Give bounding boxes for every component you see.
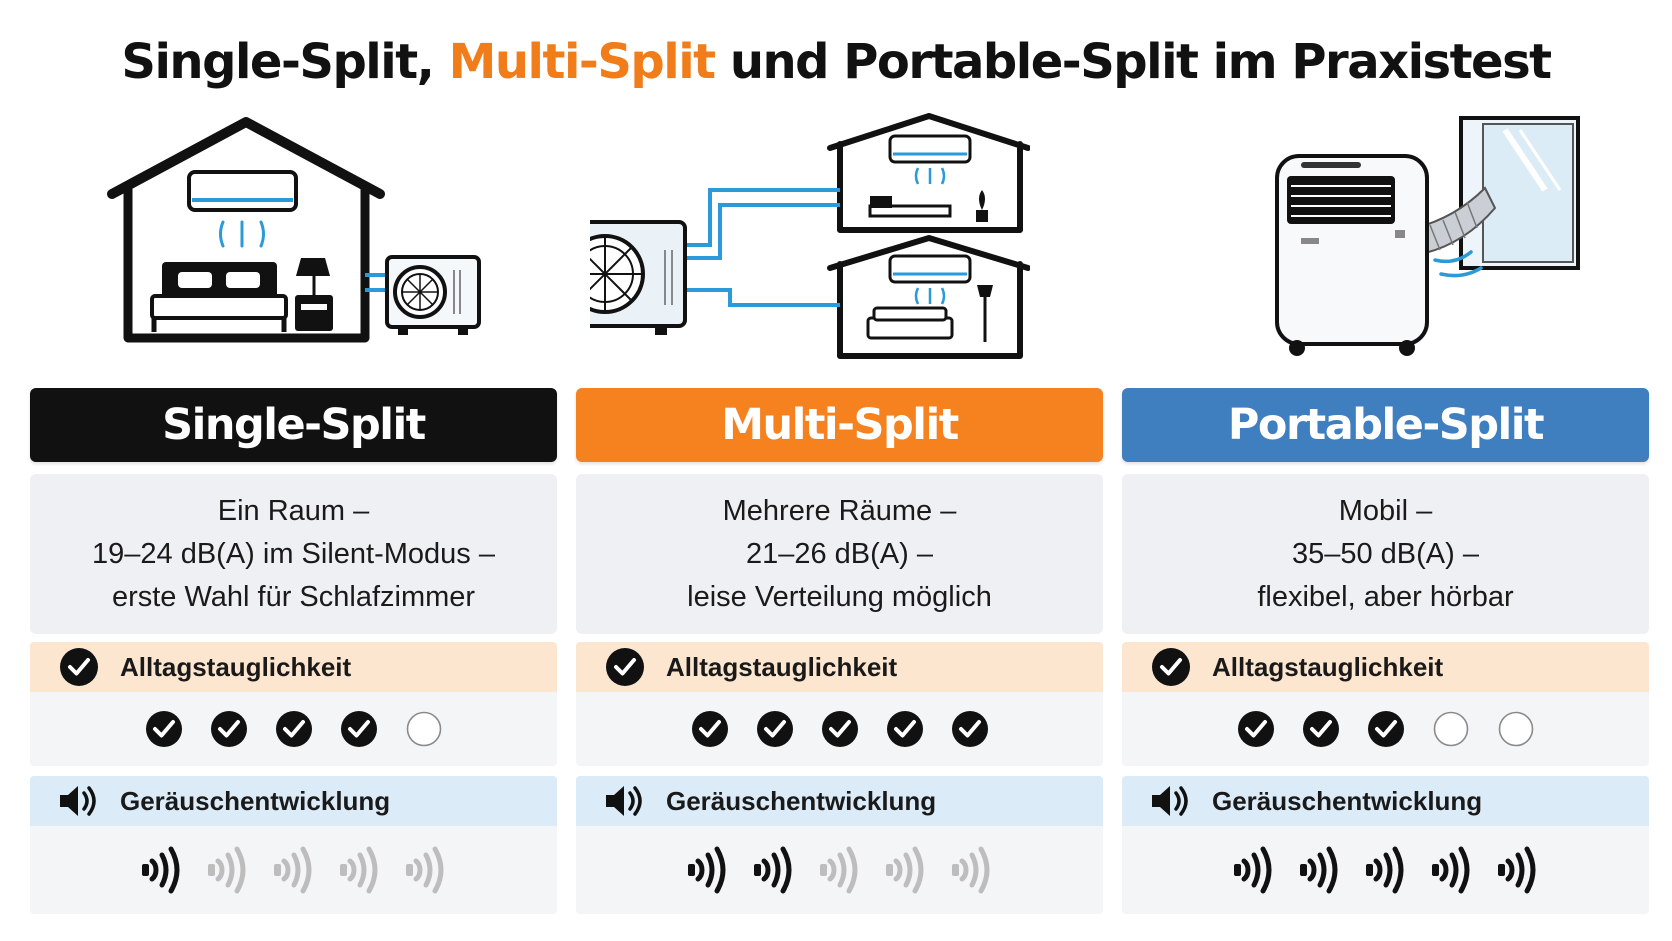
sound-wave-grey-icon — [336, 845, 384, 895]
sound-wave-dark-icon — [1230, 845, 1278, 895]
sound-wave-grey-icon — [402, 845, 450, 895]
alltag-label: Alltagstauglichkeit — [666, 651, 898, 682]
check-filled-icon — [1301, 709, 1341, 749]
check-filled-icon — [885, 709, 925, 749]
sound-wave-dark-icon — [1428, 845, 1476, 895]
house-with-ac-icon — [107, 117, 481, 343]
empty-circle-icon — [404, 709, 444, 749]
noise-rating — [30, 826, 557, 914]
check-filled-icon — [274, 709, 314, 749]
check-filled-icon — [1236, 709, 1276, 749]
speaker-icon — [1150, 780, 1192, 822]
description-line: erste Wahl für Schlafzimmer — [111, 580, 476, 613]
noise-label-row: Geräuschentwicklung — [1122, 776, 1649, 826]
alltag-label-row: Alltagstauglichkeit — [30, 642, 557, 692]
title-part-1: Single-Split, — [121, 34, 449, 90]
sound-wave-dark-icon — [1296, 845, 1344, 895]
portable-split-illustration — [1265, 110, 1580, 385]
check-circle-icon — [1150, 646, 1192, 688]
sound-wave-dark-icon — [684, 845, 732, 895]
sound-wave-grey-icon — [270, 845, 318, 895]
check-filled-icon — [950, 709, 990, 749]
alltag-label-row: Alltagstauglichkeit — [1122, 642, 1649, 692]
noise-label: Geräuschentwicklung — [1212, 785, 1483, 816]
title-part-2: und Portable-Split im Praxistest — [714, 34, 1552, 90]
description-line: flexibel, aber hörbar — [1257, 580, 1514, 613]
column-multi-split: Multi-Split Mehrere Räume – 21–26 dB(A) … — [576, 388, 1103, 914]
portable-ac-icon — [1275, 116, 1580, 356]
alltag-label: Alltagstauglichkeit — [1212, 651, 1444, 682]
check-circle-icon — [58, 646, 100, 688]
sound-wave-dark-icon — [750, 845, 798, 895]
noise-label: Geräuschentwicklung — [120, 785, 391, 816]
column-single-split: Single-Split Ein Raum – 19–24 dB(A) im S… — [30, 388, 557, 914]
check-filled-icon — [820, 709, 860, 749]
title-highlight: Multi-Split — [448, 34, 717, 90]
alltag-rating — [30, 692, 557, 766]
description-line: Ein Raum – — [217, 494, 370, 527]
check-filled-icon — [690, 709, 730, 749]
column-header-single-split: Single-Split — [30, 388, 557, 462]
column-portable-split: Portable-Split Mobil – 35–50 dB(A) – fle… — [1122, 388, 1649, 914]
noise-label: Geräuschentwicklung — [666, 785, 937, 816]
speaker-icon — [604, 780, 646, 822]
description-line: 35–50 dB(A) – — [1291, 537, 1479, 570]
check-circle-icon — [604, 646, 646, 688]
speaker-icon — [58, 780, 100, 822]
description-line: Mobil – — [1338, 494, 1433, 527]
sound-wave-dark-icon — [1494, 845, 1542, 895]
column-description: Ein Raum – 19–24 dB(A) im Silent-Modus –… — [30, 474, 557, 634]
sound-wave-grey-icon — [816, 845, 864, 895]
column-header-portable-split: Portable-Split — [1122, 388, 1649, 462]
multi-room-ac-icon — [590, 113, 1030, 359]
single-split-illustration — [100, 110, 520, 385]
alltag-rating — [1122, 692, 1649, 766]
check-filled-icon — [755, 709, 795, 749]
sound-wave-grey-icon — [204, 845, 252, 895]
sound-wave-dark-icon — [138, 845, 186, 895]
noise-label-row: Geräuschentwicklung — [576, 776, 1103, 826]
alltag-label: Alltagstauglichkeit — [120, 651, 352, 682]
noise-rating — [576, 826, 1103, 914]
column-description: Mobil – 35–50 dB(A) – flexibel, aber hör… — [1122, 474, 1649, 634]
noise-rating — [1122, 826, 1649, 914]
multi-split-illustration — [590, 110, 1030, 385]
page-title: Single-Split, Multi-Split und Portable-S… — [0, 34, 1672, 90]
noise-label-row: Geräuschentwicklung — [30, 776, 557, 826]
sound-wave-dark-icon — [1362, 845, 1410, 895]
description-line: Mehrere Räume – — [722, 494, 957, 527]
description-line: 19–24 dB(A) im Silent-Modus – — [92, 537, 495, 570]
alltag-label-row: Alltagstauglichkeit — [576, 642, 1103, 692]
column-header-multi-split: Multi-Split — [576, 388, 1103, 462]
sound-wave-grey-icon — [882, 845, 930, 895]
check-filled-icon — [339, 709, 379, 749]
description-line: 21–26 dB(A) – — [745, 537, 933, 570]
sound-wave-grey-icon — [948, 845, 996, 895]
check-filled-icon — [1366, 709, 1406, 749]
column-description: Mehrere Räume – 21–26 dB(A) – leise Vert… — [576, 474, 1103, 634]
check-filled-icon — [209, 709, 249, 749]
empty-circle-icon — [1496, 709, 1536, 749]
alltag-rating — [576, 692, 1103, 766]
check-filled-icon — [144, 709, 184, 749]
empty-circle-icon — [1431, 709, 1471, 749]
description-line: leise Verteilung möglich — [687, 580, 992, 613]
